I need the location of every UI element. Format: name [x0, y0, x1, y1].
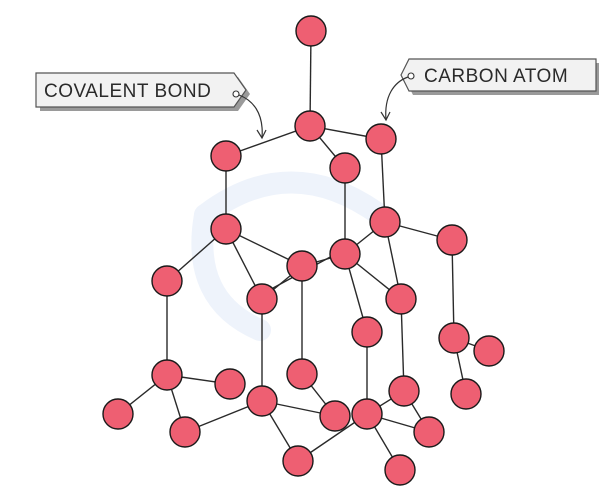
covalent-bond-line: [309, 30, 312, 127]
carbon-atom: [385, 283, 417, 315]
carbon-atom: [473, 335, 505, 367]
covalent-bond-label-box: [35, 72, 247, 108]
carbon-atom: [246, 283, 278, 315]
carbon-atom: [329, 152, 361, 184]
carbon-atom-callout: CARBON ATOM: [380, 58, 599, 122]
carbon-atom: [295, 15, 327, 47]
carbon-atom: [319, 400, 351, 432]
carbon-atom: [351, 398, 383, 430]
carbon-atom: [151, 265, 183, 297]
carbon-atom: [210, 213, 242, 245]
carbon-atom: [286, 358, 318, 390]
carbon-atom: [413, 416, 445, 448]
carbon-atom: [436, 224, 468, 256]
carbon-atom: [365, 123, 397, 155]
covalent-bond-pointer: [238, 94, 263, 139]
carbon-atom: [384, 454, 416, 486]
carbon-atom: [102, 398, 134, 430]
covalent-bond-label: COVALENT BOND: [44, 81, 211, 102]
carbon-atom-label: CARBON ATOM: [424, 66, 568, 87]
carbon-atom-label-anchor: [407, 72, 415, 80]
carbon-atom: [329, 238, 361, 270]
carbon-atom: [450, 378, 482, 410]
covalent-bond-line: [451, 239, 455, 339]
covalent-bond-label-anchor: [232, 90, 240, 98]
carbon-atom: [282, 445, 314, 477]
atom-layer: [102, 15, 505, 486]
covalent-bond-callout: COVALENT BOND: [35, 72, 267, 140]
carbon-atom: [351, 316, 383, 348]
carbon-atom-pointer: [385, 76, 409, 121]
carbon-atom: [438, 322, 470, 354]
carbon-atom: [388, 375, 420, 407]
carbon-atom: [294, 110, 326, 142]
carbon-atom-arrowhead: [380, 111, 391, 122]
carbon-atom: [210, 140, 242, 172]
carbon-atom: [286, 250, 318, 282]
carbon-atom: [151, 359, 183, 391]
carbon-atom: [369, 206, 401, 238]
carbon-atom: [246, 385, 278, 417]
carbon-atom: [169, 416, 201, 448]
covalent-bond-arrowhead: [256, 129, 267, 140]
carbon-atom-label-box: [400, 58, 597, 92]
carbon-atom: [214, 368, 246, 400]
